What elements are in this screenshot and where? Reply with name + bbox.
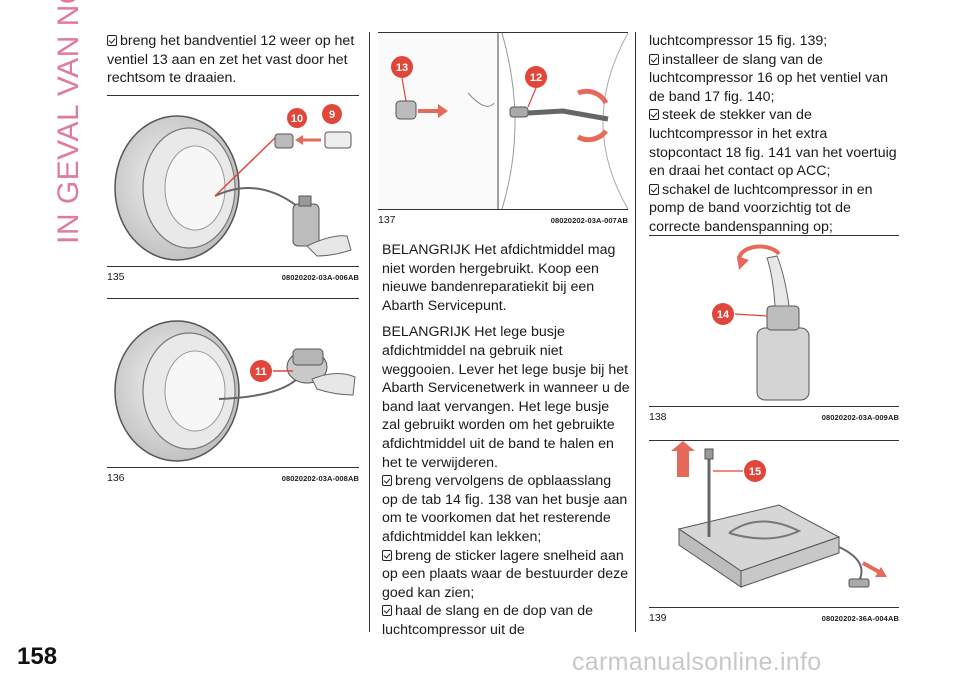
figure-code: 08020202-36A-004AB bbox=[821, 613, 899, 623]
sealant-bottle-cap-illustration: 14 bbox=[712, 244, 810, 401]
bullet-text: breng het bandventiel 12 weer op het ven… bbox=[107, 33, 355, 87]
figure-code: 08020202-03A-006AB bbox=[281, 272, 359, 282]
continued-text: luchtcompressor 15 fig. 139; bbox=[649, 33, 828, 49]
callout-11-icon bbox=[250, 360, 272, 382]
tire-sealant-bottle-illustration: 11 bbox=[114, 320, 356, 462]
important-note: BELANGRIJK Het afdichtmiddel mag niet wo… bbox=[382, 242, 616, 314]
callout-10-icon bbox=[287, 108, 307, 128]
figure-caption: 139 08020202-36A-004AB bbox=[649, 609, 899, 627]
bullet-item: breng het bandventiel 12 weer op het ven… bbox=[107, 32, 359, 88]
checkbox-bullet-icon bbox=[649, 109, 659, 121]
figure-code: 08020202-03A-008AB bbox=[281, 473, 359, 483]
tire-sealant-illustration: 10 9 bbox=[114, 104, 352, 261]
watermark: carmanualsonline.info bbox=[572, 648, 822, 676]
checkbox-bullet-icon bbox=[649, 53, 659, 65]
bullet-text: breng de sticker lagere snelheid aan op … bbox=[382, 547, 629, 601]
bullet-text: installeer de slang van de luchtcompress… bbox=[649, 51, 888, 105]
middle-column: BELANGRIJK Het afdichtmiddel mag niet wo… bbox=[382, 241, 630, 639]
figure-number: 139 bbox=[649, 612, 667, 624]
column-divider bbox=[635, 32, 636, 632]
svg-text:13: 13 bbox=[396, 62, 408, 74]
bullet-item: breng de sticker lagere snelheid aan op … bbox=[382, 547, 630, 603]
bullet-text: schakel de luchtcompressor in en pomp de… bbox=[649, 181, 873, 235]
checkbox-bullet-icon bbox=[382, 549, 392, 561]
figure-caption: 136 08020202-03A-008AB bbox=[107, 469, 359, 487]
section-side-title: IN GEVAL VAN NOOD bbox=[52, 0, 85, 244]
column-divider bbox=[369, 32, 370, 632]
bullet-item: steek de stekker van de luchtcompressor … bbox=[649, 106, 901, 180]
bullet-item: installeer de slang van de luchtcompress… bbox=[649, 51, 901, 107]
figure-138: 14 138 08020202-03A-009AB bbox=[649, 235, 899, 423]
air-compressor-illustration: 15 bbox=[671, 441, 887, 588]
svg-text:9: 9 bbox=[329, 109, 335, 121]
checkbox-bullet-icon bbox=[107, 35, 117, 46]
figure-caption: 135 08020202-03A-006AB bbox=[107, 268, 359, 286]
svg-text:14: 14 bbox=[717, 309, 730, 321]
callout-15-icon bbox=[744, 460, 766, 482]
figure-139: 15 139 08020202-36A-004AB bbox=[649, 440, 899, 624]
bullet-text: breng vervolgens de opblaasslang op de t… bbox=[382, 473, 628, 545]
callout-9-icon bbox=[322, 104, 342, 124]
bullet-item: haal de slang en de dop van de luchtcomp… bbox=[382, 602, 630, 639]
bullet-text: steek de stekker van de luchtcompressor … bbox=[649, 107, 897, 180]
figure-number: 136 bbox=[107, 472, 125, 484]
figure-number: 137 bbox=[378, 214, 396, 226]
svg-text:11: 11 bbox=[255, 366, 267, 378]
figure-code: 08020202-03A-007AB bbox=[550, 215, 628, 225]
bullet-text: haal de slang en de dop van de luchtcomp… bbox=[382, 603, 594, 638]
figure-136: 11 136 08020202-03A-008AB bbox=[107, 298, 359, 484]
checkbox-bullet-icon bbox=[382, 605, 392, 617]
important-note: BELANGRIJK Het lege busje afdichtmiddel … bbox=[382, 324, 630, 471]
callout-12-icon bbox=[525, 66, 547, 88]
figure-135: 10 9 135 08020202-03A-006AB bbox=[107, 95, 359, 283]
figure-caption: 138 08020202-03A-009AB bbox=[649, 408, 899, 426]
bullet-item: breng vervolgens de opblaasslang op de t… bbox=[382, 472, 630, 546]
checkbox-bullet-icon bbox=[649, 183, 659, 195]
right-column: luchtcompressor 15 fig. 139; installeer … bbox=[649, 32, 901, 237]
svg-text:12: 12 bbox=[530, 72, 542, 84]
figure-caption: 137 08020202-03A-007AB bbox=[378, 211, 628, 229]
svg-text:10: 10 bbox=[291, 113, 303, 125]
callout-14-icon bbox=[712, 303, 734, 325]
page-number: 158 bbox=[17, 643, 58, 670]
bullet-item: schakel de luchtcompressor in en pomp de… bbox=[649, 181, 901, 237]
svg-text:15: 15 bbox=[749, 466, 761, 478]
callout-13-icon bbox=[391, 56, 413, 78]
figure-number: 135 bbox=[107, 271, 125, 283]
figure-code: 08020202-03A-009AB bbox=[821, 412, 899, 422]
left-column: breng het bandventiel 12 weer op het ven… bbox=[107, 32, 359, 88]
figure-number: 138 bbox=[649, 411, 667, 423]
checkbox-bullet-icon bbox=[382, 475, 392, 487]
valve-reinstall-illustration: 13 12 bbox=[378, 33, 628, 209]
figure-137: 13 12 137 08020202-03A-007AB bbox=[378, 32, 628, 226]
